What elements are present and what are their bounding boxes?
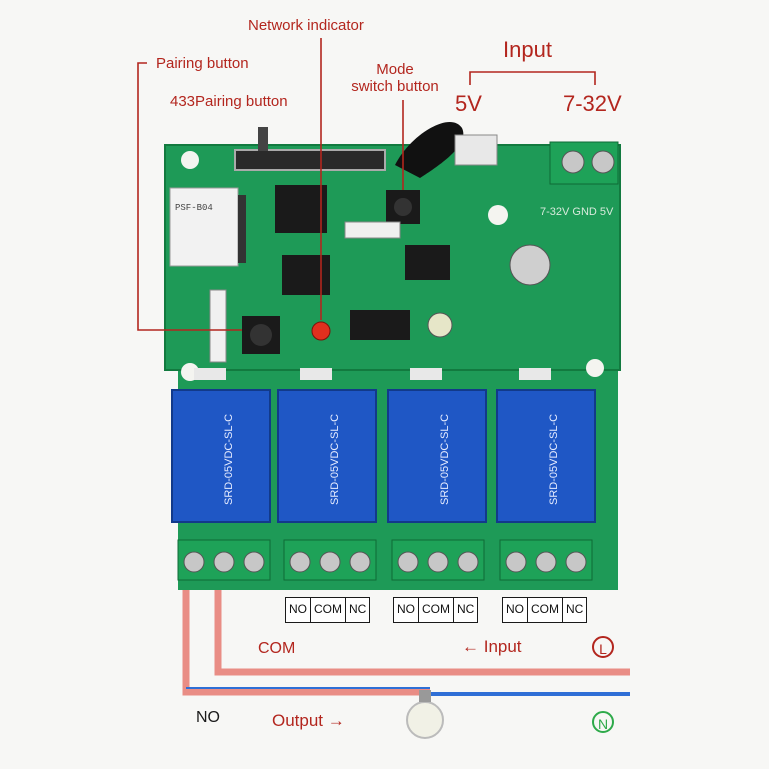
relay-body [277, 389, 377, 523]
relay-body [496, 389, 596, 523]
pairing-433-button [258, 127, 268, 151]
relay-text: SRD-05VDC-SL-C [439, 414, 451, 505]
output-arrow-label: Output → [272, 711, 345, 730]
relay-terminal-4 [499, 539, 593, 581]
terminal-screw [397, 551, 419, 573]
bulb-glass [406, 701, 444, 739]
wifi-module [169, 187, 239, 267]
mount-hole [488, 205, 508, 225]
ic-chip [275, 185, 327, 233]
relay-text: SRD-05VDC-SL-C [223, 414, 235, 505]
pairing-433-label: 433Pairing button [170, 93, 288, 110]
voltage-5v-label: 5V [455, 91, 482, 116]
input-title: Input [503, 37, 552, 62]
terminal-label-no: NO [503, 598, 528, 622]
terminal-screw [213, 551, 235, 573]
relay-terminal-2 [283, 539, 377, 581]
terminal-label-com: COM [419, 598, 454, 622]
com-label: COM [258, 640, 296, 657]
mount-hole [586, 359, 604, 377]
terminal-screw [183, 551, 205, 573]
relay-terminals [177, 539, 593, 581]
network-indicator-led [311, 321, 331, 341]
terminal-group-2: NO COM NC [393, 597, 479, 623]
ic-chip [282, 255, 330, 295]
terminal-label-no: NO [286, 598, 311, 622]
led-pad [300, 368, 332, 380]
led-pad [410, 368, 442, 380]
power-silkscreen: 7-32V GND 5V [540, 206, 614, 218]
relay-3: SRD-05VDC-SL-C [387, 368, 487, 523]
mode-switch-label: Mode switch button [340, 61, 450, 95]
leader-pairing [137, 62, 242, 331]
mode-switch-label-line2: switch button [351, 77, 439, 95]
bulb [406, 690, 444, 739]
relay-body [387, 389, 487, 523]
rf-module [234, 149, 386, 171]
terminal-screw [457, 551, 479, 573]
pcb-edge [164, 144, 621, 371]
pin-header [209, 289, 227, 363]
relay-4: SRD-05VDC-SL-C [496, 368, 596, 523]
voltage-7-32v-label: 7-32V [563, 91, 622, 116]
wifi-module-text: PSF-B04 [175, 203, 213, 213]
wire-com [214, 580, 630, 676]
bulb-base [419, 690, 431, 702]
wire-no [182, 580, 430, 696]
terminal-screw [591, 150, 615, 174]
terminal-screw [565, 551, 587, 573]
pairing-button-label: Pairing button [156, 55, 249, 72]
relay-text: SRD-05VDC-SL-C [548, 414, 560, 505]
terminal-screw [561, 150, 585, 174]
terminal-screw [319, 551, 341, 573]
terminal-group-1: NO COM NC [285, 597, 371, 623]
leader-input-bracket [469, 71, 596, 85]
relay-1: SRD-05VDC-SL-C [171, 368, 271, 523]
terminal-group-3: NO COM NC [502, 597, 588, 623]
terminal-screw [289, 551, 311, 573]
ic-chip [350, 310, 410, 340]
capacitor-small [427, 312, 453, 338]
terminal-screw [243, 551, 265, 573]
ic-chip [405, 245, 450, 280]
terminal-label-com: COM [311, 598, 346, 622]
relay-text: SRD-05VDC-SL-C [329, 414, 341, 505]
terminal-label-com: COM [528, 598, 563, 622]
no-label: NO [196, 709, 220, 726]
led-pad [519, 368, 551, 380]
leader-lines [137, 38, 596, 331]
input-arrow-label: ← Input [462, 637, 522, 656]
led-pad [194, 368, 226, 380]
wires [182, 580, 630, 696]
l-symbol: L [592, 636, 614, 658]
mount-hole [181, 151, 199, 169]
usb-connector [454, 134, 498, 166]
capacitor [509, 244, 551, 286]
mode-switch-button-cap [394, 198, 412, 216]
pairing-button-cap [250, 324, 272, 346]
pin-header-top [344, 221, 401, 239]
antenna [395, 121, 464, 178]
terminal-screw [427, 551, 449, 573]
terminal-screw [349, 551, 371, 573]
n-symbol: N [592, 711, 614, 733]
terminal-label-no: NO [394, 598, 419, 622]
relays: SRD-05VDC-SL-C SRD-05VDC-SL-C SRD-05VDC-SL… [171, 368, 596, 523]
wifi-module-pins [238, 195, 246, 263]
mode-switch-label-line1: Mode [376, 61, 414, 78]
network-indicator-label: Network indicator [248, 17, 364, 34]
terminal-label-nc: NC [566, 602, 584, 616]
relay-2: SRD-05VDC-SL-C [277, 368, 377, 523]
relay-terminal-1 [177, 539, 271, 581]
terminal-screw [505, 551, 527, 573]
relay-terminal-3 [391, 539, 485, 581]
relay-body [171, 389, 271, 523]
terminal-label-nc: NC [457, 602, 475, 616]
terminal-label-nc: NC [349, 602, 367, 616]
terminal-screw [535, 551, 557, 573]
